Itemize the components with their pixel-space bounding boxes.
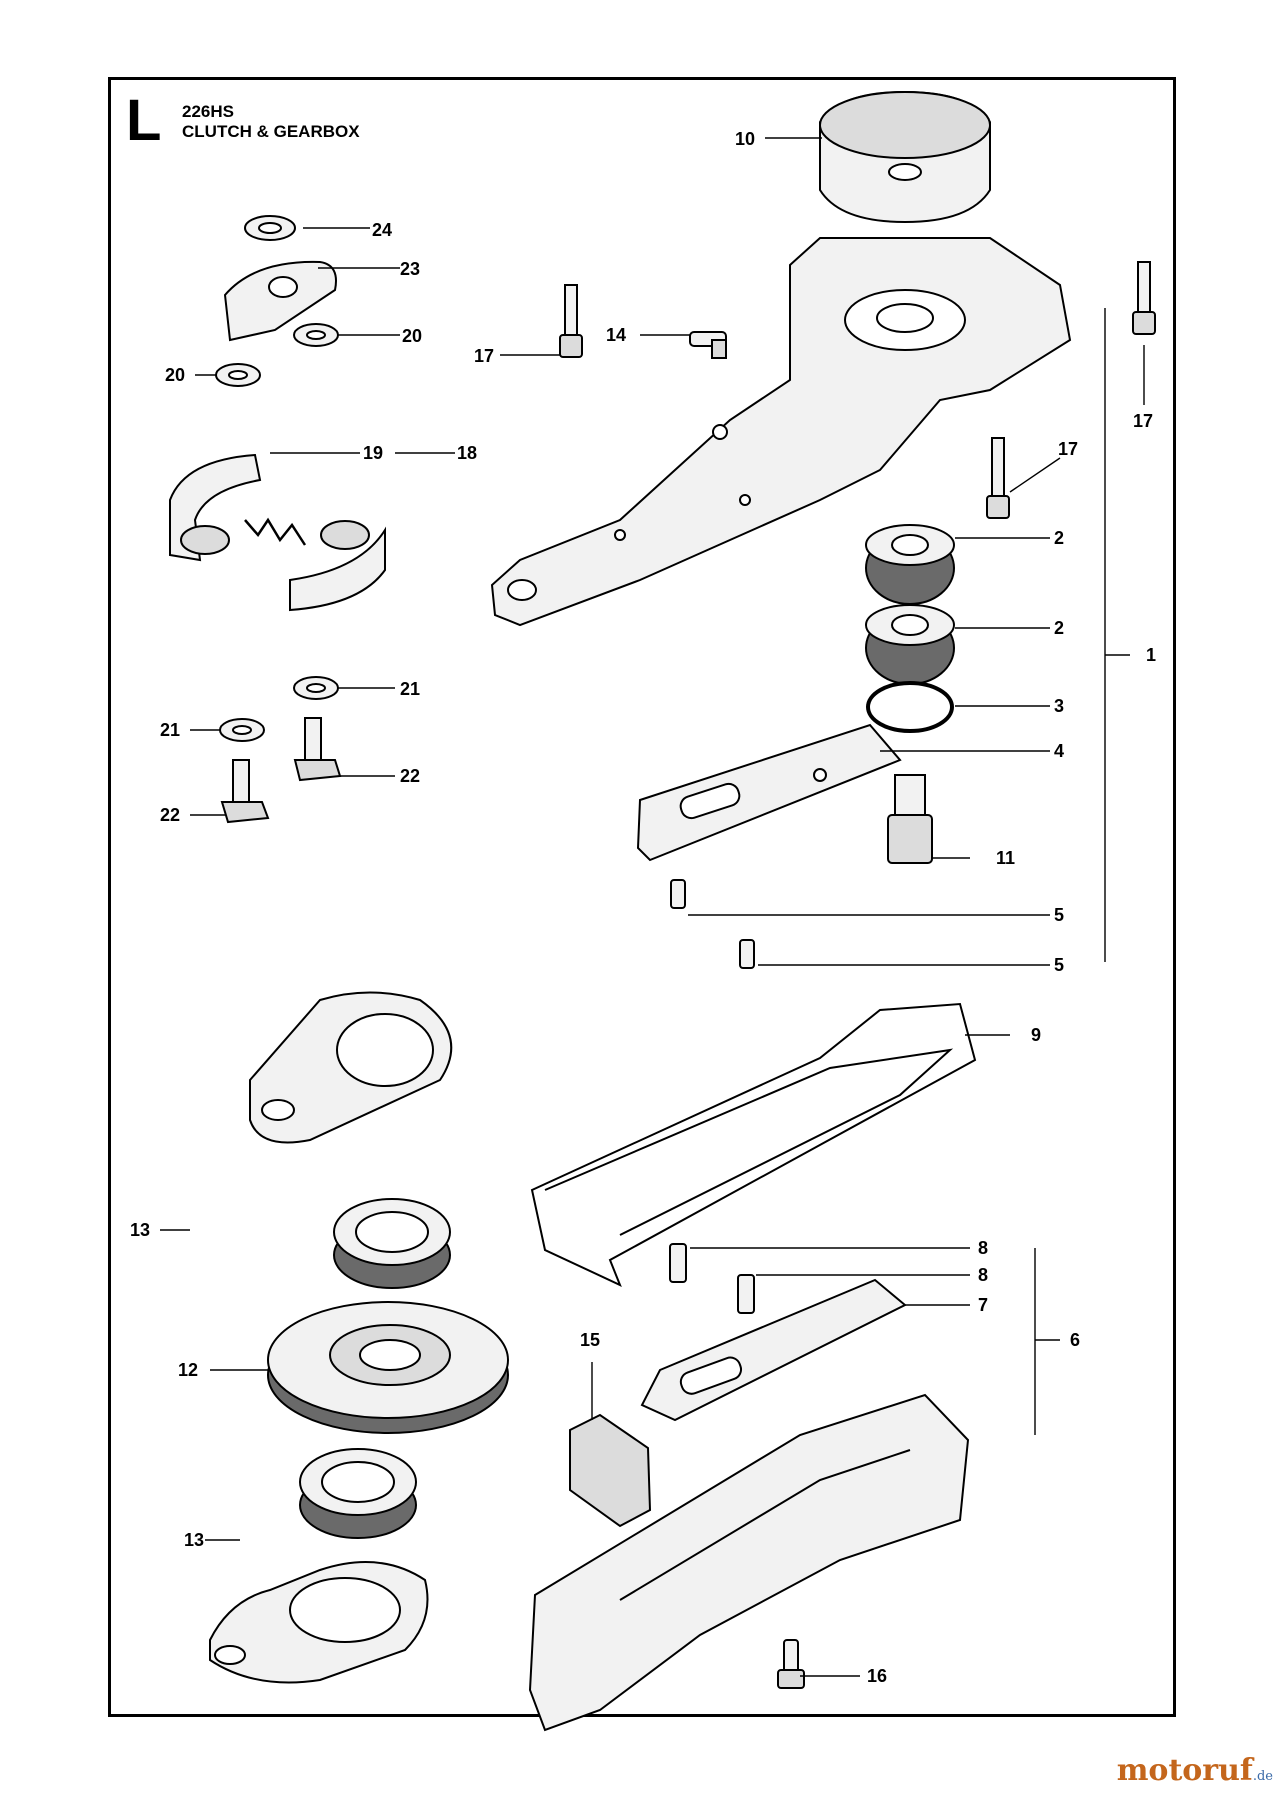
part-shaft: [887, 774, 933, 864]
callout-9: 9: [1031, 1025, 1042, 1045]
part-washer-21-right: [293, 676, 339, 700]
callout-17-left: 17: [474, 346, 495, 366]
part-plate-7: [640, 1278, 907, 1422]
part-bearing-cage-13-lower: [209, 1561, 429, 1684]
diagram-frame: [108, 77, 1176, 1717]
callout-8-lower: 8: [978, 1265, 989, 1285]
callout-22-right: 22: [400, 766, 421, 786]
part-gasket-9: [530, 1002, 977, 1287]
callout-13-lower: 13: [184, 1530, 205, 1550]
part-screw-5-upper: [670, 879, 686, 909]
part-screw-8-upper: [669, 1243, 687, 1283]
callout-12: 12: [178, 1360, 199, 1380]
callout-6: 6: [1070, 1330, 1081, 1350]
callout-24: 24: [372, 220, 393, 240]
watermark-logo: motoruf.de: [1117, 1756, 1273, 1786]
part-circlip: [866, 681, 954, 733]
callout-19: 19: [363, 443, 384, 463]
callout-20-right: 20: [402, 326, 423, 346]
part-bearing-2-upper: [865, 524, 955, 605]
callout-5-lower: 5: [1054, 955, 1065, 975]
diagram-title: CLUTCH & GEARBOX: [182, 122, 360, 141]
leader-lines: [160, 137, 1145, 1677]
part-screw-17-mid: [986, 437, 1010, 519]
callout-11: 11: [996, 848, 1016, 868]
part-clutch-drum: [819, 90, 991, 224]
part-screw-16: [777, 1639, 805, 1689]
part-gearbox-housing-lower: [528, 1393, 970, 1732]
callout-7: 7: [978, 1295, 989, 1315]
callout-22-left: 22: [160, 805, 181, 825]
callout-21-left: 21: [160, 720, 181, 740]
part-bearing-cage-13-upper: [249, 991, 453, 1144]
callout-1: 1: [1146, 645, 1157, 665]
model-name: 226HS: [182, 102, 234, 121]
part-clutch-center: [223, 260, 337, 342]
part-washer-21-left: [219, 718, 265, 742]
part-washer-20-left: [215, 363, 261, 387]
callout-16: 16: [867, 1666, 888, 1686]
watermark-main: motoruf: [1116, 1753, 1253, 1788]
part-block-15: [569, 1413, 652, 1528]
callout-14: 14: [606, 325, 627, 345]
callout-10: 10: [735, 129, 756, 149]
section-letter: L: [126, 88, 162, 153]
part-bearing-2-lower: [865, 604, 955, 685]
watermark-tld: .de: [1252, 1769, 1273, 1784]
part-washer-24: [244, 215, 296, 241]
callout-18: 18: [457, 443, 478, 463]
part-gearbox-housing-upper: [490, 237, 1072, 627]
callout-23: 23: [400, 259, 421, 279]
callout-13-upper: 13: [130, 1220, 151, 1240]
part-bolt-22-right: [293, 717, 342, 782]
callout-2-upper: 2: [1054, 528, 1065, 548]
part-screw-17-right: [1132, 261, 1156, 335]
part-bearing-13-upper: [333, 1198, 451, 1289]
part-grease-nipple: [689, 331, 727, 359]
part-screw-5-lower: [739, 939, 755, 969]
part-bolt-22-left: [220, 759, 270, 824]
part-bearing-13-lower: [299, 1448, 417, 1539]
part-clutch-shoes: [169, 453, 386, 612]
callout-8-upper: 8: [978, 1238, 989, 1258]
callout-4: 4: [1054, 741, 1065, 761]
callout-3: 3: [1054, 696, 1065, 716]
callout-17-mid: 17: [1058, 439, 1079, 459]
callout-2-lower: 2: [1054, 618, 1065, 638]
part-screw-17-left: [559, 284, 583, 358]
callout-20-left: 20: [165, 365, 186, 385]
callout-17-right: 17: [1133, 411, 1154, 431]
part-washer-20-right: [293, 323, 339, 347]
callout-5-upper: 5: [1054, 905, 1065, 925]
part-plate-4: [636, 723, 902, 862]
callout-15: 15: [580, 1330, 601, 1350]
part-gear-12: [267, 1301, 509, 1434]
callout-21-right: 21: [400, 679, 421, 699]
part-screw-8-lower: [737, 1274, 755, 1314]
